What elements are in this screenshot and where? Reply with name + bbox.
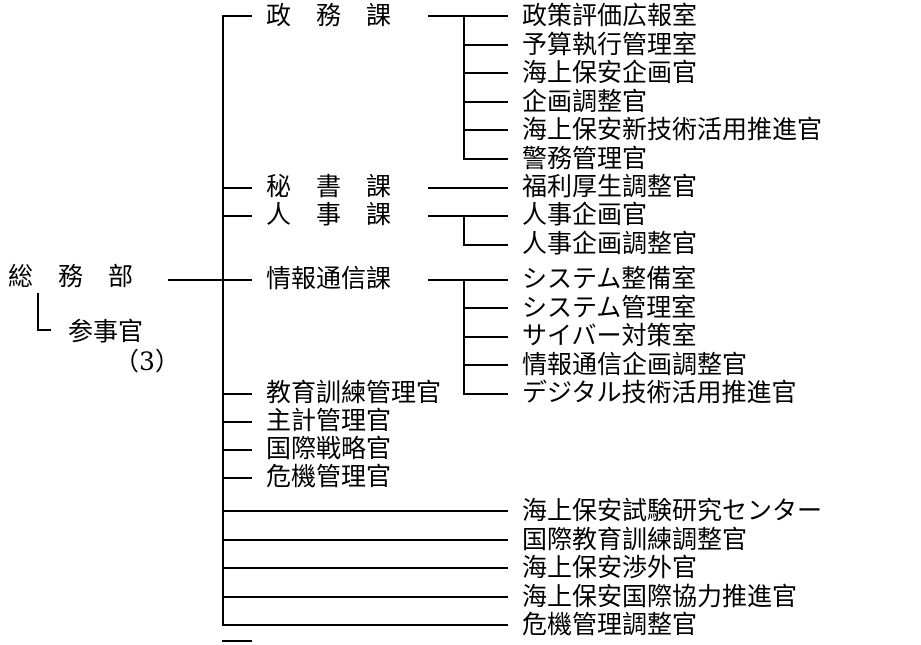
office-connector	[463, 129, 508, 131]
office-label: 人事企画官	[522, 200, 648, 229]
main-trunk-line	[222, 15, 224, 625]
division-label: 主計管理官	[266, 406, 392, 435]
direct-office-label: 海上保安国際協力推進官	[522, 582, 798, 611]
division-label: 人 事 課	[266, 200, 392, 229]
division-label: 国際戦略官	[266, 434, 392, 463]
counselor-connector-v	[37, 293, 39, 330]
office-connector	[463, 72, 508, 74]
office-connector	[463, 393, 508, 395]
stub-division-3	[222, 215, 252, 217]
direct-office-label: 海上保安渉外官	[522, 553, 698, 582]
office-label: 情報通信企画調整官	[522, 350, 748, 379]
office-connector	[463, 364, 508, 366]
direct-office-connector	[222, 510, 508, 512]
counselor-count: （3）	[114, 347, 180, 376]
counselor-label: 参事官	[68, 317, 144, 346]
office-connector	[463, 44, 508, 46]
division-1-office-bracket	[463, 15, 465, 160]
stub-division-8	[222, 477, 252, 479]
stub-division-7	[222, 449, 252, 451]
office-label: 企画調整官	[522, 87, 648, 116]
counselor-connector-h	[37, 329, 51, 331]
stub-division-5	[222, 393, 252, 395]
office-label: 海上保安新技術活用推進官	[522, 115, 823, 144]
office-connector	[463, 158, 508, 160]
office-label: 海上保安企画官	[522, 58, 698, 87]
stub-division-2	[222, 187, 252, 189]
office-label: サイバー対策室	[522, 321, 697, 350]
direct-office-connector	[222, 539, 508, 541]
office-connector	[463, 307, 508, 309]
division-label: 教育訓練管理官	[266, 378, 442, 407]
office-label: デジタル技術活用推進官	[522, 378, 797, 407]
clipped-next-row	[0, 640, 921, 645]
office-label: システム整備室	[522, 264, 697, 293]
office-label: システム管理室	[522, 293, 697, 322]
stub-division-1	[222, 15, 252, 17]
division-3-office-connector	[428, 215, 508, 217]
direct-office-label: 海上保安試験研究センター	[522, 496, 823, 525]
division-label: 秘 書 課	[266, 172, 392, 201]
division-label: 情報通信課	[266, 264, 392, 293]
clipped-stub	[222, 640, 252, 642]
division-1-office-connector	[428, 15, 508, 17]
division-4-office-connector	[428, 279, 508, 281]
direct-office-label: 国際教育訓練調整官	[522, 525, 748, 554]
stub-division-6	[222, 421, 252, 423]
root-connector	[168, 279, 224, 281]
office-label: 人事企画調整官	[522, 229, 698, 258]
root-department-label: 総 務 部	[8, 262, 134, 291]
direct-office-connector	[222, 567, 508, 569]
office-connector	[463, 336, 508, 338]
office-label: 予算執行管理室	[522, 30, 698, 59]
office-label: 警務管理官	[522, 144, 648, 173]
office-label: 福利厚生調整官	[522, 172, 698, 201]
division-3-office-bracket	[463, 215, 465, 246]
office-label: 政策評価広報室	[522, 1, 698, 30]
direct-office-connector	[222, 596, 508, 598]
division-2-office-connector	[428, 187, 508, 189]
division-label: 政 務 課	[266, 1, 392, 30]
office-connector	[463, 244, 508, 246]
stub-division-4	[222, 279, 252, 281]
direct-office-label: 危機管理調整官	[522, 610, 698, 639]
direct-office-connector	[222, 624, 508, 626]
office-connector	[463, 101, 508, 103]
division-label: 危機管理官	[266, 462, 392, 491]
